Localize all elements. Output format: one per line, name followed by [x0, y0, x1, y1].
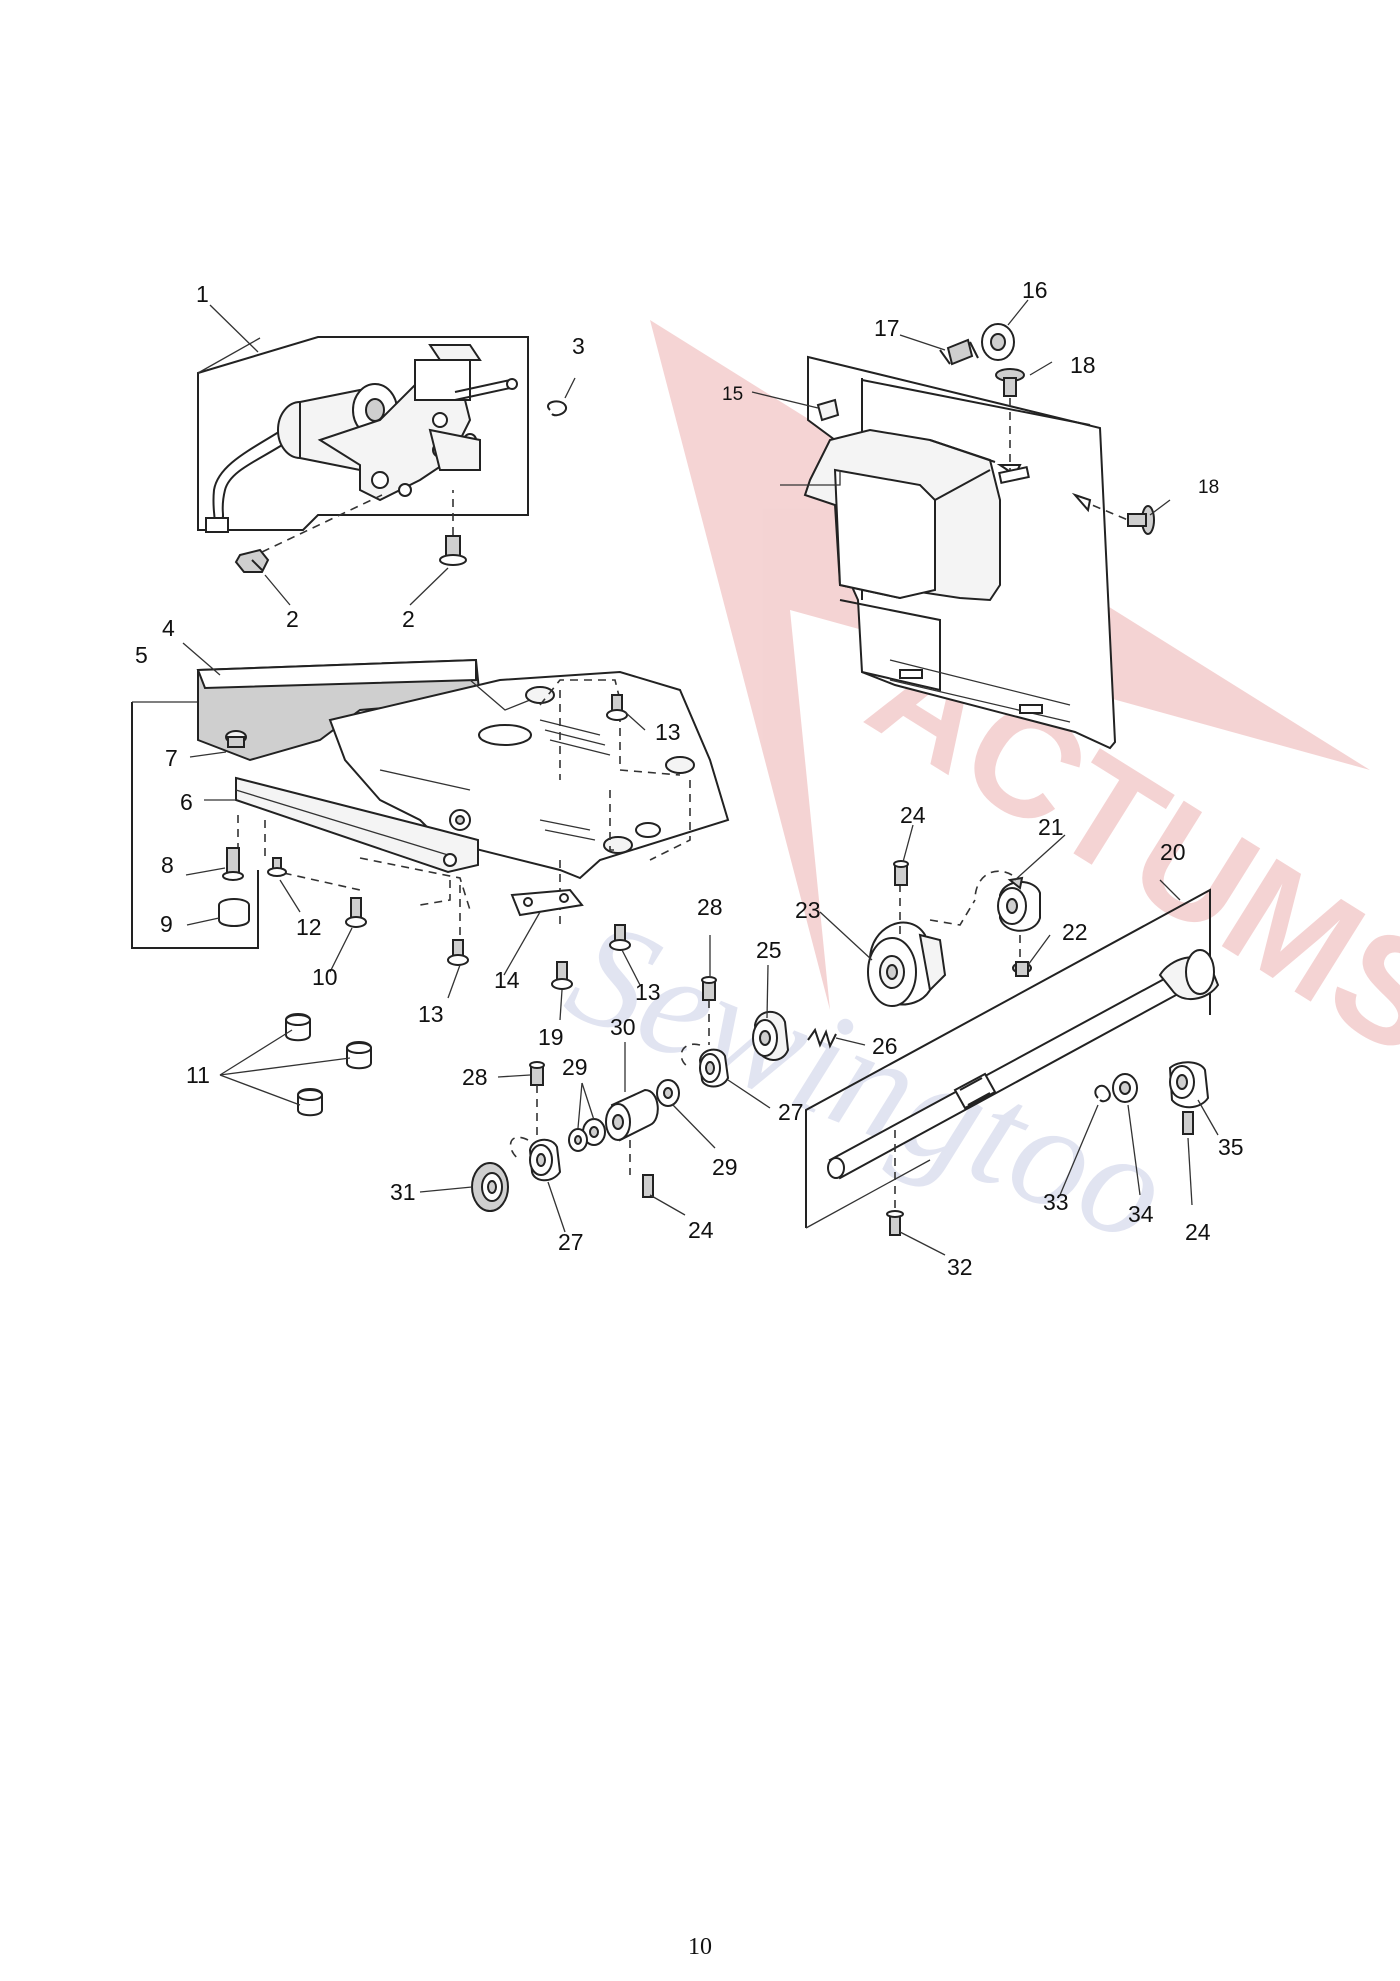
part-35-bushing: [1168, 1061, 1210, 1109]
label-part-17: 17: [874, 315, 900, 341]
label-part-5: 5: [135, 642, 148, 668]
label-part-18-top: 18: [1070, 352, 1096, 378]
part-25-pulley: [752, 1010, 790, 1061]
part-20-frame: [805, 888, 1211, 1228]
part-29-washer-right: [656, 1079, 680, 1107]
label-part-13-mid: 13: [635, 979, 661, 1005]
part-7-stud: [225, 730, 247, 748]
part-18-screw-side: [1127, 505, 1155, 535]
label-part-24-right: 24: [1185, 1219, 1211, 1245]
part-26-spring: [807, 1027, 837, 1049]
part-19-screw: [551, 961, 573, 990]
plate-assembly-4: [131, 642, 730, 1117]
part-8-screw: [222, 847, 244, 881]
part-21-pulley: [997, 876, 1041, 932]
assembly-1-cable: [221, 439, 291, 521]
label-part-27-upper: 27: [778, 1099, 804, 1125]
part-24-screw-top: [893, 860, 909, 886]
pulley-train: [419, 824, 1066, 1233]
part-31-gear: [471, 1162, 509, 1212]
part-3-clip: [547, 400, 568, 417]
label-part-13-bottom: 13: [418, 1001, 444, 1027]
panel-15-clip: [998, 466, 1030, 484]
label-part-34: 34: [1128, 1201, 1154, 1227]
part-9-foot: [218, 898, 250, 927]
part-18-screw-top: [995, 368, 1025, 397]
part-27-collar-lower: [528, 1138, 562, 1182]
assembly-1-connector: [205, 517, 229, 533]
part-13-screw-plate: [606, 694, 628, 721]
label-part-2-left: 2: [286, 606, 299, 632]
label-part-13-plate: 13: [655, 719, 681, 745]
part-16-washer: [981, 323, 1015, 361]
label-part-33: 33: [1043, 1189, 1069, 1215]
label-part-6: 6: [180, 789, 193, 815]
part-15-pin: [816, 398, 840, 422]
label-part-29-bottom: 29: [712, 1154, 738, 1180]
part-24-screw-right: [1182, 1111, 1194, 1135]
label-part-20: 20: [1160, 839, 1186, 865]
part-28-screw-upper: [701, 976, 717, 1001]
part-27-collar-upper: [698, 1048, 730, 1088]
label-part-7: 7: [165, 745, 178, 771]
part-17-screw: [939, 338, 979, 366]
part-24-screw-bottom: [642, 1174, 654, 1198]
part-13-screw-bottom: [447, 939, 469, 966]
label-part-28-upper: 28: [697, 894, 723, 920]
label-part-15: 15: [722, 384, 743, 405]
label-part-8: 8: [161, 852, 174, 878]
part-14-link: [510, 888, 584, 917]
label-part-9: 9: [160, 911, 173, 937]
label-part-25: 25: [756, 937, 782, 963]
part-29-washer-pair: [568, 1118, 606, 1152]
part-33-clip: [1094, 1084, 1111, 1103]
label-part-10: 10: [312, 964, 338, 990]
label-part-14: 14: [494, 967, 520, 993]
part-11-feet: [285, 1013, 372, 1117]
label-part-35: 35: [1218, 1134, 1244, 1160]
label-part-26: 26: [872, 1033, 898, 1059]
panel-15: [751, 299, 1171, 750]
part-12-screw: [267, 857, 287, 877]
part-22-screw: [1012, 961, 1032, 977]
part-34-washer: [1112, 1073, 1138, 1103]
label-part-27-lower: 27: [558, 1229, 584, 1255]
part-23-pulley: [867, 921, 947, 1007]
label-part-11: 11: [186, 1062, 210, 1088]
label-part-31: 31: [390, 1179, 416, 1205]
label-part-32: 32: [947, 1254, 973, 1280]
label-part-2-right: 2: [402, 606, 415, 632]
label-part-23: 23: [795, 897, 821, 923]
label-part-16: 16: [1022, 277, 1048, 303]
label-part-30: 30: [610, 1014, 636, 1040]
part-10-screw: [345, 897, 367, 928]
label-part-4: 4: [162, 615, 175, 641]
part-labels: 1 3 2 2 4 5 7 6 8 9 12 10 13 14 19 13 13…: [135, 277, 1244, 1280]
part-2-screw-left: [234, 548, 270, 573]
page-number: 10: [688, 1934, 712, 1960]
part-2-screw-right: [439, 535, 467, 566]
label-part-18-side: 18: [1198, 477, 1219, 498]
label-part-22: 22: [1062, 919, 1088, 945]
watermark-text-secondary: Sewingtoo: [548, 887, 1190, 1275]
label-part-29-top: 29: [562, 1054, 588, 1080]
assembly-1: [197, 304, 576, 606]
shaft-assembly-20: [805, 879, 1220, 1256]
label-part-19: 19: [538, 1024, 564, 1050]
label-part-21: 21: [1038, 814, 1064, 840]
part-28-screw-lower: [529, 1061, 545, 1086]
part-5-frame: [131, 702, 259, 949]
label-part-12: 12: [296, 914, 322, 940]
label-part-3: 3: [572, 333, 585, 359]
label-part-1: 1: [196, 281, 209, 307]
part-13-screw-mid: [609, 924, 631, 951]
label-part-28-lower: 28: [462, 1064, 488, 1090]
part-32-screw: [886, 1210, 904, 1236]
label-part-24-top: 24: [900, 802, 926, 828]
part-30-bushing: [605, 1088, 659, 1142]
label-part-24-bottom: 24: [688, 1217, 714, 1243]
